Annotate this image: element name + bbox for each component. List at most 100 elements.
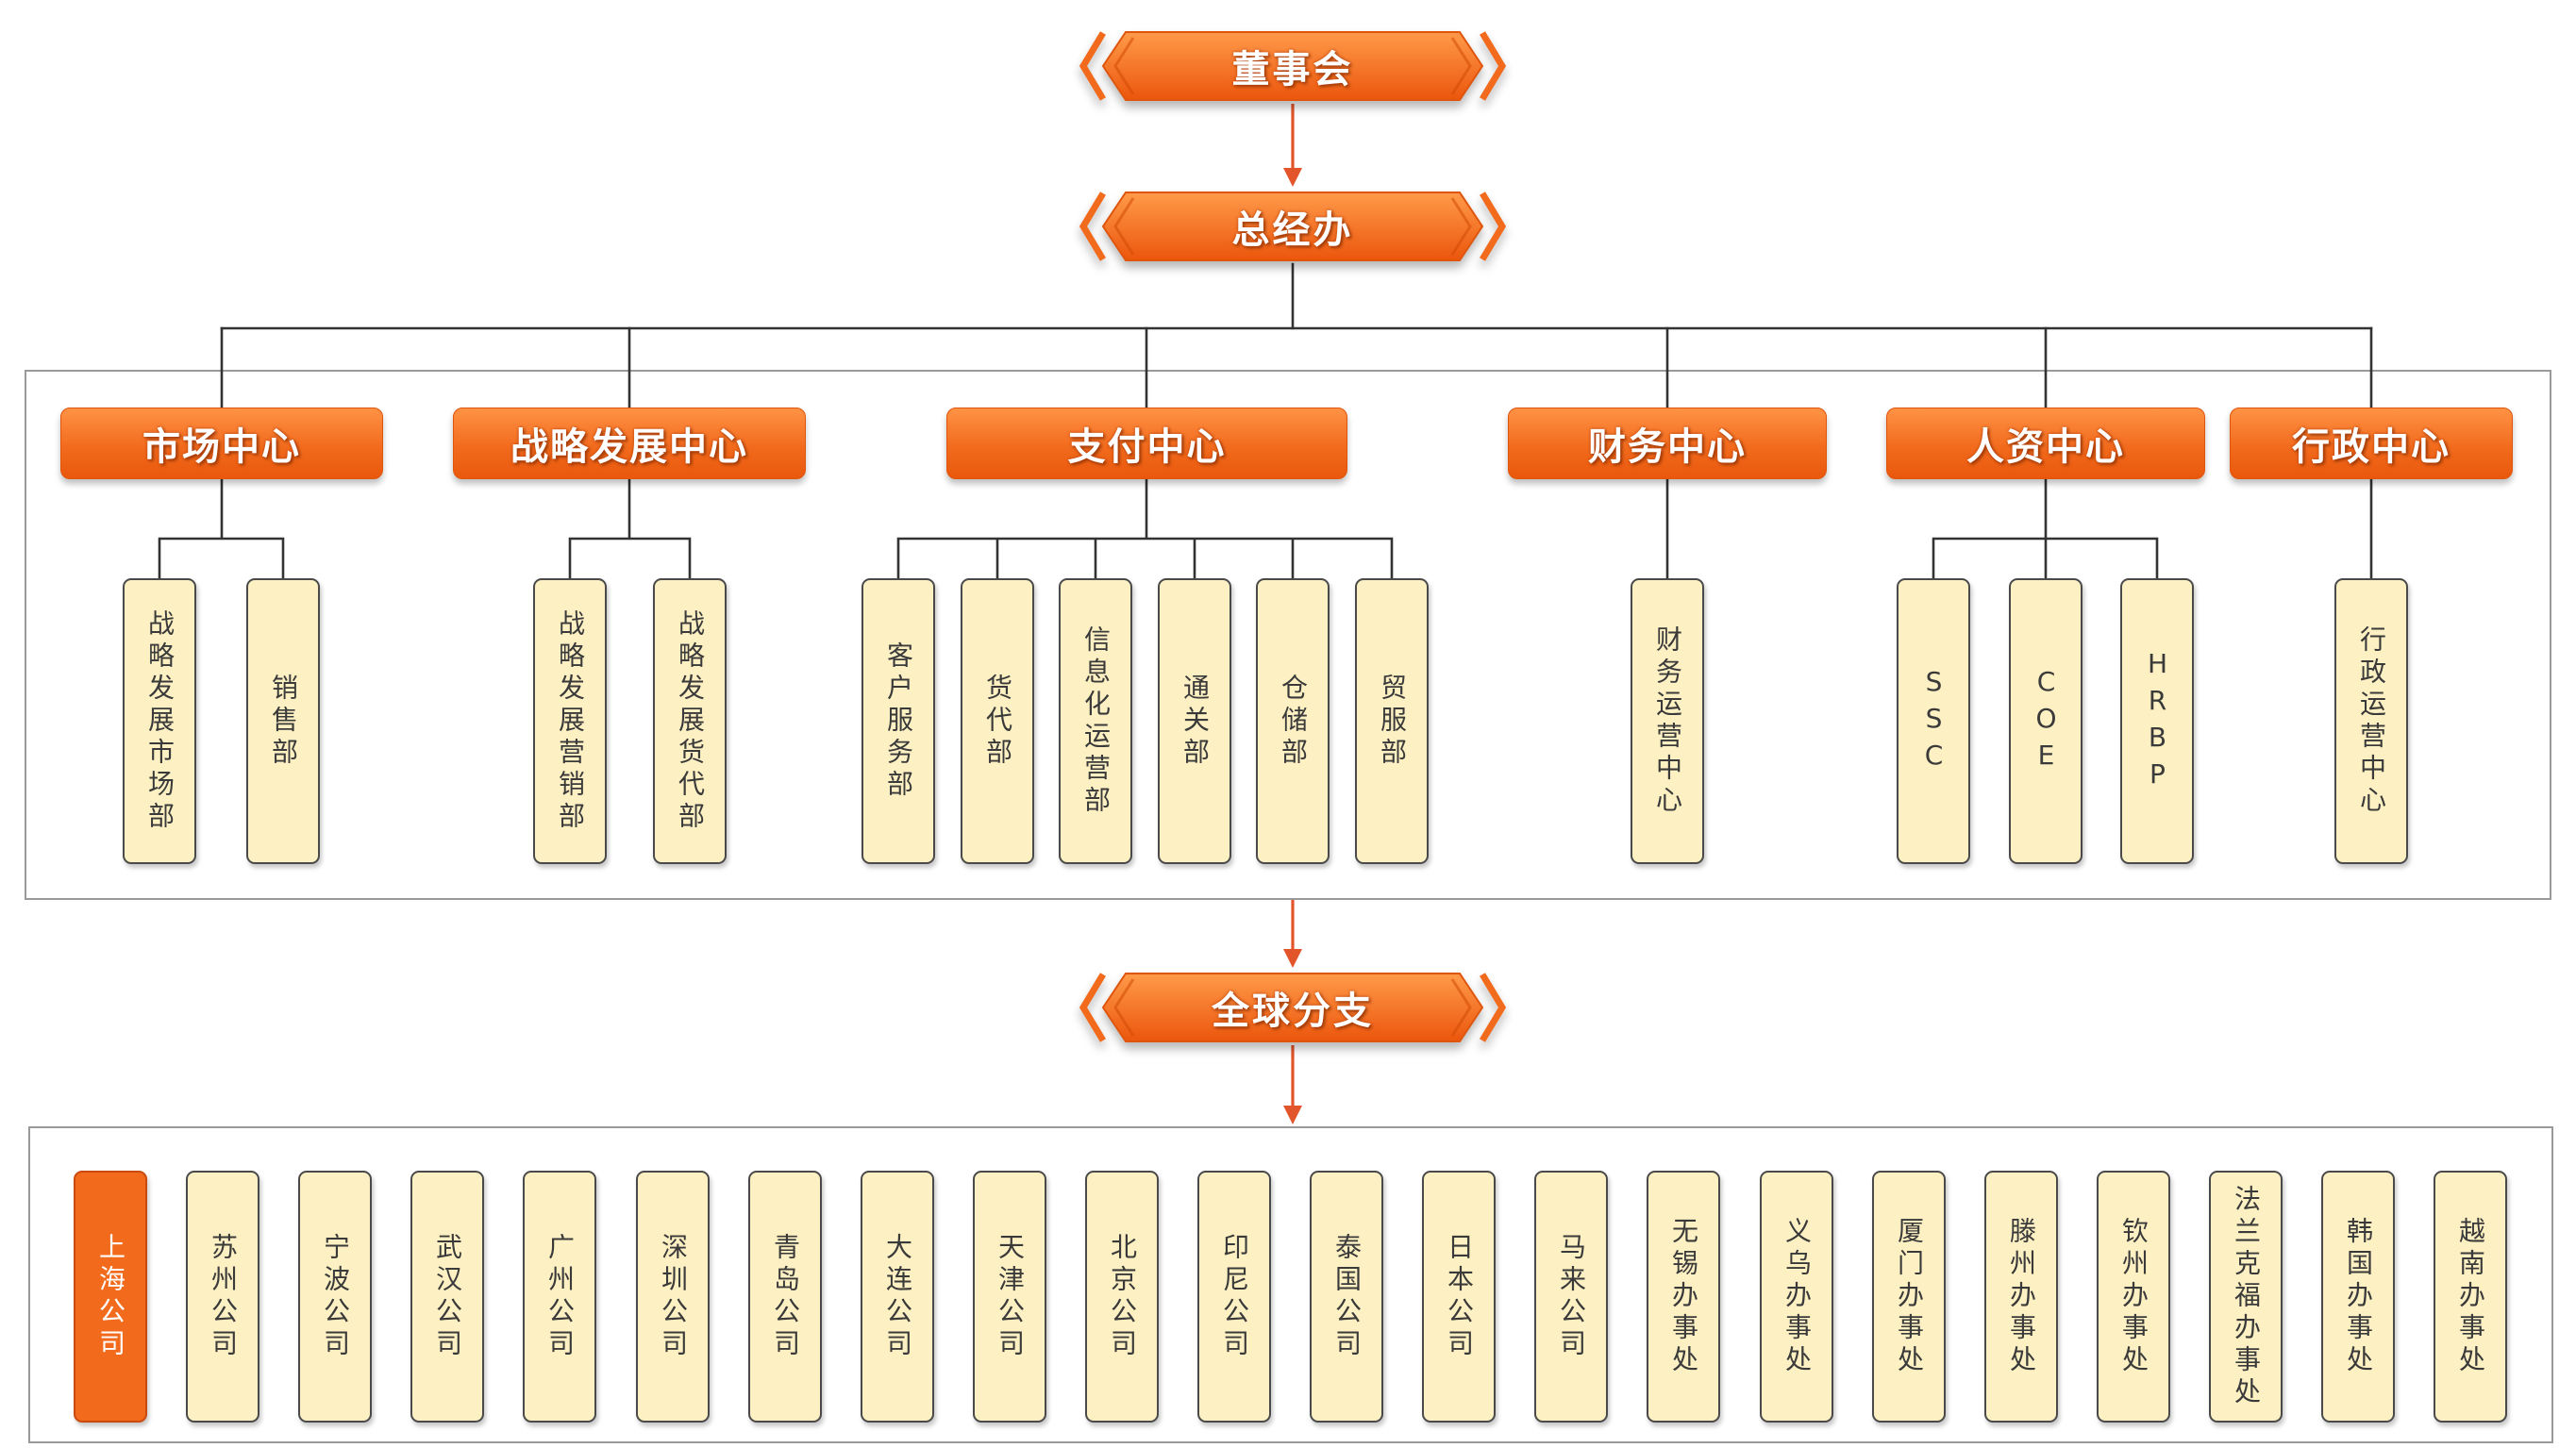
department-box: 战略发展市场部 — [123, 578, 196, 864]
connector-line — [1932, 477, 2159, 580]
connector-line — [568, 477, 692, 580]
arrow-down-icon — [1283, 168, 1302, 187]
branch-label: 无锡办事处 — [1668, 1216, 1699, 1377]
branch-label: 滕州办事处 — [2006, 1216, 2037, 1377]
arrow-down-icon — [1283, 949, 1302, 968]
center-box-strategy: 战略发展中心 — [453, 408, 806, 479]
department-label: 信息化运营部 — [1080, 624, 1112, 818]
center-box-payment: 支付中心 — [946, 408, 1347, 479]
branch-box: 上海公司 — [74, 1171, 147, 1423]
global-branches-label: 全球分支 — [1212, 990, 1374, 1033]
branch-box: 苏州公司 — [186, 1171, 259, 1423]
branch-box: 大连公司 — [861, 1171, 934, 1423]
center-box-market: 市场中心 — [60, 408, 383, 479]
branch-label: 义乌办事处 — [1781, 1216, 1813, 1377]
branch-box: 日本公司 — [1422, 1171, 1496, 1423]
department-box: 货代部 — [961, 578, 1034, 864]
global-branches-banner: 全球分支 — [1077, 970, 1509, 1045]
branch-label: 深圳公司 — [658, 1232, 689, 1361]
center-label: 战略发展中心 — [510, 425, 748, 469]
branch-label: 北京公司 — [1107, 1232, 1138, 1361]
center-label: 行政中心 — [2292, 425, 2451, 469]
branch-box: 广州公司 — [523, 1171, 596, 1423]
department-box: 客户服务部 — [861, 578, 935, 864]
department-box: 信息化运营部 — [1059, 578, 1132, 864]
center-box-hr: 人资中心 — [1886, 408, 2205, 479]
branch-box: 武汉公司 — [410, 1171, 484, 1423]
department-box: 贸服部 — [1355, 578, 1429, 864]
center-box-finance: 财务中心 — [1508, 408, 1827, 479]
branch-box: 滕州办事处 — [1984, 1171, 2058, 1423]
branch-label: 武汉公司 — [432, 1232, 463, 1361]
connector-line — [896, 477, 1394, 580]
department-box: COE — [2009, 578, 2083, 864]
department-box: 行政运营中心 — [2334, 578, 2408, 864]
branch-box: 宁波公司 — [298, 1171, 372, 1423]
department-box: HRBP — [2120, 578, 2194, 864]
banner-shape — [1079, 191, 1507, 261]
branch-label: 厦门办事处 — [1894, 1216, 1925, 1377]
department-box: 战略发展营销部 — [533, 578, 607, 864]
chevron-left-icon — [1079, 191, 1107, 261]
arrow-board-to-office — [1283, 104, 1302, 187]
branch-box: 北京公司 — [1085, 1171, 1159, 1423]
department-label: SSC — [1918, 666, 1949, 776]
branch-label: 日本公司 — [1444, 1232, 1475, 1361]
department-label: 货代部 — [982, 673, 1013, 770]
department-label: 销售部 — [268, 673, 299, 770]
center-label: 人资中心 — [1966, 425, 2125, 469]
chevron-right-icon — [1479, 973, 1507, 1042]
branch-label: 苏州公司 — [208, 1232, 239, 1361]
branch-box: 马来公司 — [1534, 1171, 1608, 1423]
center-label: 财务中心 — [1588, 425, 1747, 469]
branch-box: 越南办事处 — [2434, 1171, 2507, 1423]
branch-label: 泰国公司 — [1331, 1232, 1363, 1361]
branch-box: 印尼公司 — [1197, 1171, 1271, 1423]
branch-label: 天津公司 — [995, 1232, 1026, 1361]
branch-label: 越南办事处 — [2455, 1216, 2486, 1377]
arrow-branches-title-to-list — [1283, 1045, 1302, 1124]
department-label: 财务运营中心 — [1652, 624, 1683, 818]
department-label: 行政运营中心 — [2356, 624, 2387, 818]
arrow-centers-to-branches — [1283, 900, 1302, 968]
gm-office-label: 总经办 — [1231, 208, 1354, 252]
center-label: 市场中心 — [142, 425, 301, 469]
chevron-left-icon — [1079, 973, 1107, 1042]
chevron-right-icon — [1479, 31, 1507, 101]
branch-label: 大连公司 — [882, 1232, 913, 1361]
branch-label: 马来公司 — [1556, 1232, 1587, 1361]
center-label: 支付中心 — [1067, 425, 1227, 469]
department-box: 通关部 — [1158, 578, 1231, 864]
department-label: 战略发展营销部 — [555, 608, 586, 834]
department-box: 财务运营中心 — [1631, 578, 1704, 864]
branch-box: 泰国公司 — [1310, 1171, 1383, 1423]
branch-box: 厦门办事处 — [1872, 1171, 1946, 1423]
arrow-down-icon — [1283, 1106, 1302, 1124]
department-box: 战略发展货代部 — [653, 578, 727, 864]
branch-box: 天津公司 — [973, 1171, 1046, 1423]
branch-box: 法兰克福办事处 — [2209, 1171, 2283, 1423]
connector-line — [158, 477, 285, 580]
department-label: 贸服部 — [1377, 673, 1408, 770]
branch-label: 钦州办事处 — [2118, 1216, 2149, 1377]
department-box: 仓储部 — [1256, 578, 1330, 864]
branch-box: 深圳公司 — [636, 1171, 710, 1423]
branch-box: 青岛公司 — [748, 1171, 822, 1423]
board-label: 董事会 — [1231, 48, 1354, 92]
branch-label: 印尼公司 — [1219, 1232, 1250, 1361]
branch-label: 法兰克福办事处 — [2231, 1184, 2262, 1409]
branch-label: 韩国办事处 — [2343, 1216, 2374, 1377]
branch-box: 义乌办事处 — [1760, 1171, 1833, 1423]
branch-box: 无锡办事处 — [1647, 1171, 1720, 1423]
gm-office-banner: 总经办 — [1077, 189, 1509, 264]
chevron-right-icon — [1479, 191, 1507, 261]
branch-box: 韩国办事处 — [2321, 1171, 2395, 1423]
branch-label: 宁波公司 — [320, 1232, 351, 1361]
department-label: 通关部 — [1179, 673, 1211, 770]
department-label: 仓储部 — [1278, 673, 1309, 770]
department-box: SSC — [1897, 578, 1970, 864]
department-label: 战略发展货代部 — [675, 608, 706, 834]
branch-box: 钦州办事处 — [2097, 1171, 2170, 1423]
